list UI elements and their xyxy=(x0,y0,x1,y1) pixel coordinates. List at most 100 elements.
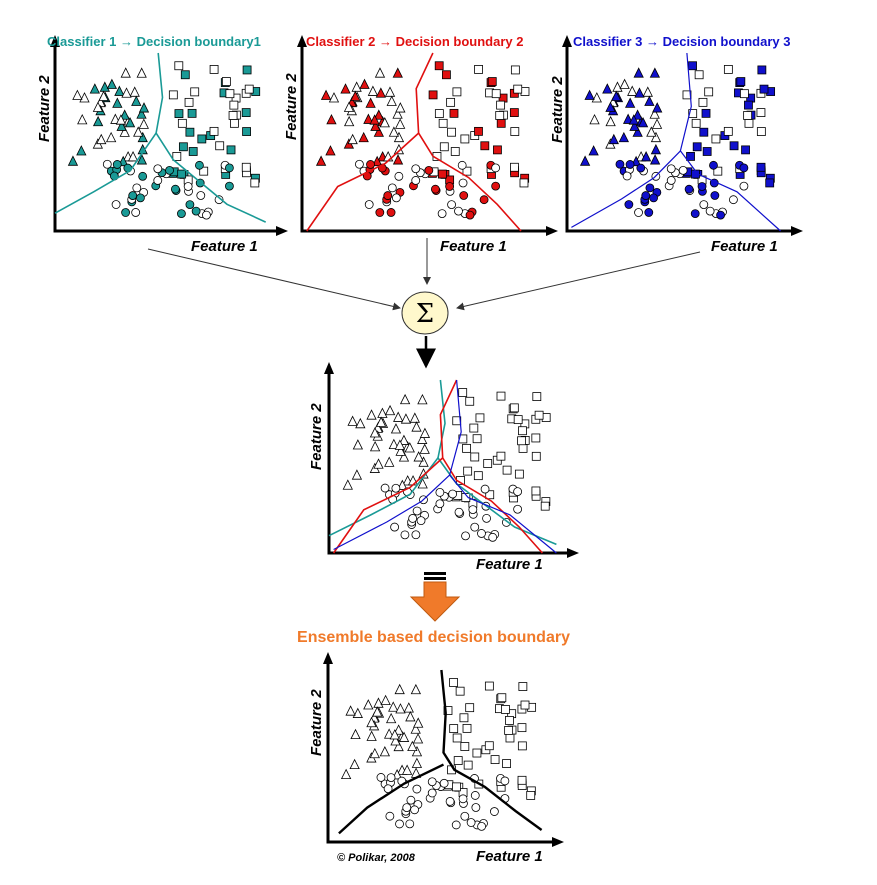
circle-point xyxy=(410,805,419,815)
triangle-point xyxy=(389,729,400,740)
square-point xyxy=(504,726,514,735)
triangle-point xyxy=(384,456,395,467)
square-point xyxy=(711,134,721,144)
circle-point xyxy=(684,184,694,194)
square-point xyxy=(228,111,238,120)
triangle-point xyxy=(398,434,410,445)
square-point xyxy=(509,108,519,117)
circle-point xyxy=(386,773,396,783)
square-point xyxy=(452,87,462,97)
circle-point xyxy=(465,210,475,220)
square-point xyxy=(470,452,480,462)
panel5-xlabel: Feature 1 xyxy=(476,848,543,865)
triangle-point xyxy=(400,413,412,424)
circle-point xyxy=(678,165,688,175)
square-point xyxy=(513,84,523,94)
panel-4 xyxy=(324,362,579,558)
triangle-point xyxy=(349,758,360,770)
square-point xyxy=(531,433,541,443)
square-point xyxy=(242,127,251,136)
circle-point xyxy=(196,191,206,200)
triangle-point xyxy=(363,113,374,124)
triangle-point xyxy=(328,92,340,103)
square-point xyxy=(688,61,697,71)
triangle-point xyxy=(584,89,595,100)
panel-2 xyxy=(297,35,558,236)
triangle-point xyxy=(393,724,404,735)
circle-point xyxy=(121,208,130,217)
circle-point xyxy=(451,820,461,830)
triangle-point xyxy=(373,458,384,469)
square-point xyxy=(743,111,753,120)
circle-point xyxy=(471,803,481,812)
triangle-point xyxy=(347,133,358,145)
square-point xyxy=(740,89,749,99)
square-point xyxy=(691,118,701,128)
triangle-point xyxy=(359,78,370,89)
square-point xyxy=(475,413,485,423)
circle-point xyxy=(636,163,646,173)
circle-point xyxy=(435,488,445,497)
triangle-point xyxy=(410,723,421,734)
triangle-point xyxy=(373,697,384,708)
circle-point xyxy=(391,483,401,493)
triangle-point xyxy=(619,78,630,89)
triangle-point xyxy=(136,67,147,78)
triangle-point xyxy=(651,118,663,129)
triangle-point xyxy=(632,126,643,137)
triangle-point xyxy=(612,81,623,92)
triangle-point xyxy=(351,469,363,480)
circle-point xyxy=(466,818,476,827)
circle-point xyxy=(383,191,393,200)
arrow-from-classifier3 xyxy=(456,251,701,311)
panel2-xlabel: Feature 1 xyxy=(440,238,507,255)
orange-down-arrow xyxy=(409,572,461,622)
triangle-point xyxy=(72,89,83,100)
panel-3 xyxy=(562,35,803,236)
triangle-point xyxy=(650,143,662,155)
square-point xyxy=(744,118,754,128)
triangle-point xyxy=(320,89,332,100)
circle-point xyxy=(690,209,700,218)
triangle-point xyxy=(375,87,386,98)
circle-point xyxy=(427,788,437,798)
square-point xyxy=(474,65,483,74)
square-point xyxy=(729,141,739,151)
arrow-from-classifier1 xyxy=(147,248,401,311)
triangle-point xyxy=(399,393,411,405)
triangle-point xyxy=(628,114,639,125)
square-point xyxy=(495,111,505,120)
triangle-point xyxy=(401,764,413,775)
circle-point xyxy=(391,193,401,203)
triangle-point xyxy=(411,421,422,432)
circle-point xyxy=(460,811,470,821)
triangle-point xyxy=(650,131,662,143)
triangle-point xyxy=(395,118,406,129)
triangle-point xyxy=(326,113,337,125)
circle-point xyxy=(625,160,635,169)
panel4-ylabel: Feature 2 xyxy=(308,403,325,470)
triangle-point xyxy=(404,442,415,453)
circle-point xyxy=(394,171,404,181)
square-point xyxy=(442,70,451,80)
triangle-point xyxy=(379,117,390,128)
panel-5 xyxy=(323,652,564,847)
square-point xyxy=(449,724,459,733)
square-point xyxy=(459,713,469,723)
circle-point xyxy=(366,160,375,169)
triangle-point xyxy=(384,404,396,416)
triangle-point xyxy=(380,694,391,706)
triangle-point xyxy=(407,740,418,752)
square-point xyxy=(178,142,188,152)
triangle-point xyxy=(634,87,645,98)
decision-boundary-2 xyxy=(332,457,444,554)
square-point xyxy=(460,742,470,751)
circle-point xyxy=(641,191,651,200)
y-axis-arrowhead xyxy=(324,362,334,374)
triangle-point xyxy=(390,423,402,434)
square-point xyxy=(469,423,479,433)
triangle-point xyxy=(121,87,132,98)
panel2-ylabel: Feature 2 xyxy=(283,73,300,140)
triangle-point xyxy=(579,155,591,166)
square-point xyxy=(197,134,207,144)
